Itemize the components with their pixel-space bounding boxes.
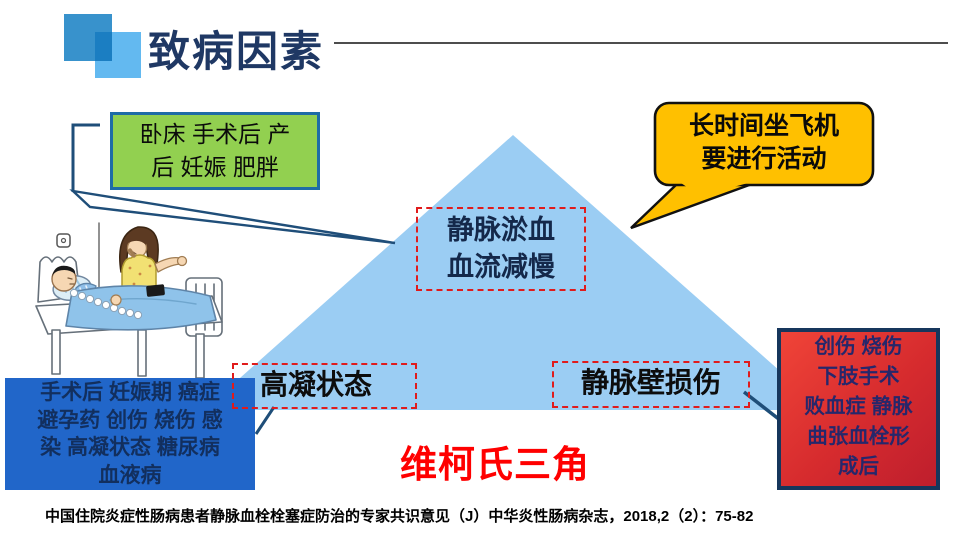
title-decor-square-overlap <box>95 32 112 61</box>
virchow-triangle-caption: 维柯氏三角 <box>400 444 590 485</box>
immobility-factors-box: 卧床 手术后 产 后 妊娠 肥胖 <box>110 112 320 190</box>
page-title: 致病因素 <box>148 28 325 75</box>
flight-advice-callout-shape <box>630 101 875 230</box>
vessel-injury-causes-line: 创伤 烧伤 <box>814 335 903 358</box>
green-callout-pointer <box>69 189 396 245</box>
caregiver-figure <box>119 226 188 293</box>
hypercoag-causes-line: 手术后 妊娠期 癌症 <box>40 381 220 404</box>
vessel-injury-causes-line: 败血症 静脉 <box>804 395 913 418</box>
immobility-factors-line: 后 妊娠 肥胖 <box>151 154 279 180</box>
flight-advice-line: 长时间坐飞机 <box>688 112 839 140</box>
blanket <box>65 285 217 331</box>
virchow-triangle-shape <box>204 135 824 410</box>
hypercoag-causes-line: 避孕药 创伤 烧伤 感 <box>37 408 223 432</box>
vessel-injury-causes-box: 创伤 烧伤 下肢手术 败血症 静脉 曲张血栓形 成后 <box>777 328 940 490</box>
vessel-injury-causes-line: 下肢手术 <box>817 365 900 388</box>
hypercoagulability-causes-box: 手术后 妊娠期 癌症 避孕药 创伤 烧伤 感 染 高凝状态 糖尿病 血液病 <box>5 378 255 490</box>
hypercoagulability-label: 高凝状态 <box>232 363 417 409</box>
hypercoag-causes-line: 染 高凝状态 糖尿病 <box>40 436 220 459</box>
immobility-factors-line: 卧床 手术后 产 <box>139 121 291 147</box>
venous-stasis-line: 血流减慢 <box>447 252 555 282</box>
hypercoag-causes-line: 血液病 <box>98 463 162 487</box>
patient-bed-illustration <box>35 222 223 379</box>
quilt-trim <box>69 288 143 320</box>
citation-text: 中国住院炎症性肠病患者静脉血栓栓塞症防治的专家共识意见（J）中华炎性肠病杂志，2… <box>45 508 754 525</box>
venous-stasis-label: 静脉淤血 血流减慢 <box>416 207 586 291</box>
vessel-injury-causes-line: 曲张血栓形 <box>807 425 910 448</box>
flight-advice-line: 要进行活动 <box>701 145 827 173</box>
hypercoag-connector-line <box>254 406 276 435</box>
call-button-icon <box>56 233 71 248</box>
title-divider-line <box>334 42 948 44</box>
venous-stasis-line: 静脉淤血 <box>447 215 555 245</box>
vessel-injury-causes-line: 成后 <box>838 455 879 478</box>
vessel-injury-connector-line <box>742 390 782 422</box>
flight-advice-callout-text: 长时间坐飞机 要进行活动 <box>655 103 873 185</box>
green-callout-accent-bar <box>71 123 100 192</box>
patient-hand <box>110 294 122 306</box>
vessel-wall-injury-label: 静脉壁损伤 <box>552 361 750 408</box>
dark-bag <box>146 284 165 297</box>
